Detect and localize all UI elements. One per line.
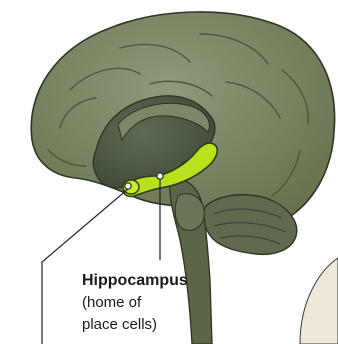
hippocampus-label: Hippocampus (home of place cells) <box>82 270 232 336</box>
label-description-line-2: place cells) <box>82 314 232 336</box>
pointer-dot-body <box>157 173 163 179</box>
background-shape <box>300 258 338 344</box>
pointer-dot-head <box>125 183 131 189</box>
label-title: Hippocampus <box>82 270 232 292</box>
label-description-line-1: (home of <box>82 292 232 314</box>
